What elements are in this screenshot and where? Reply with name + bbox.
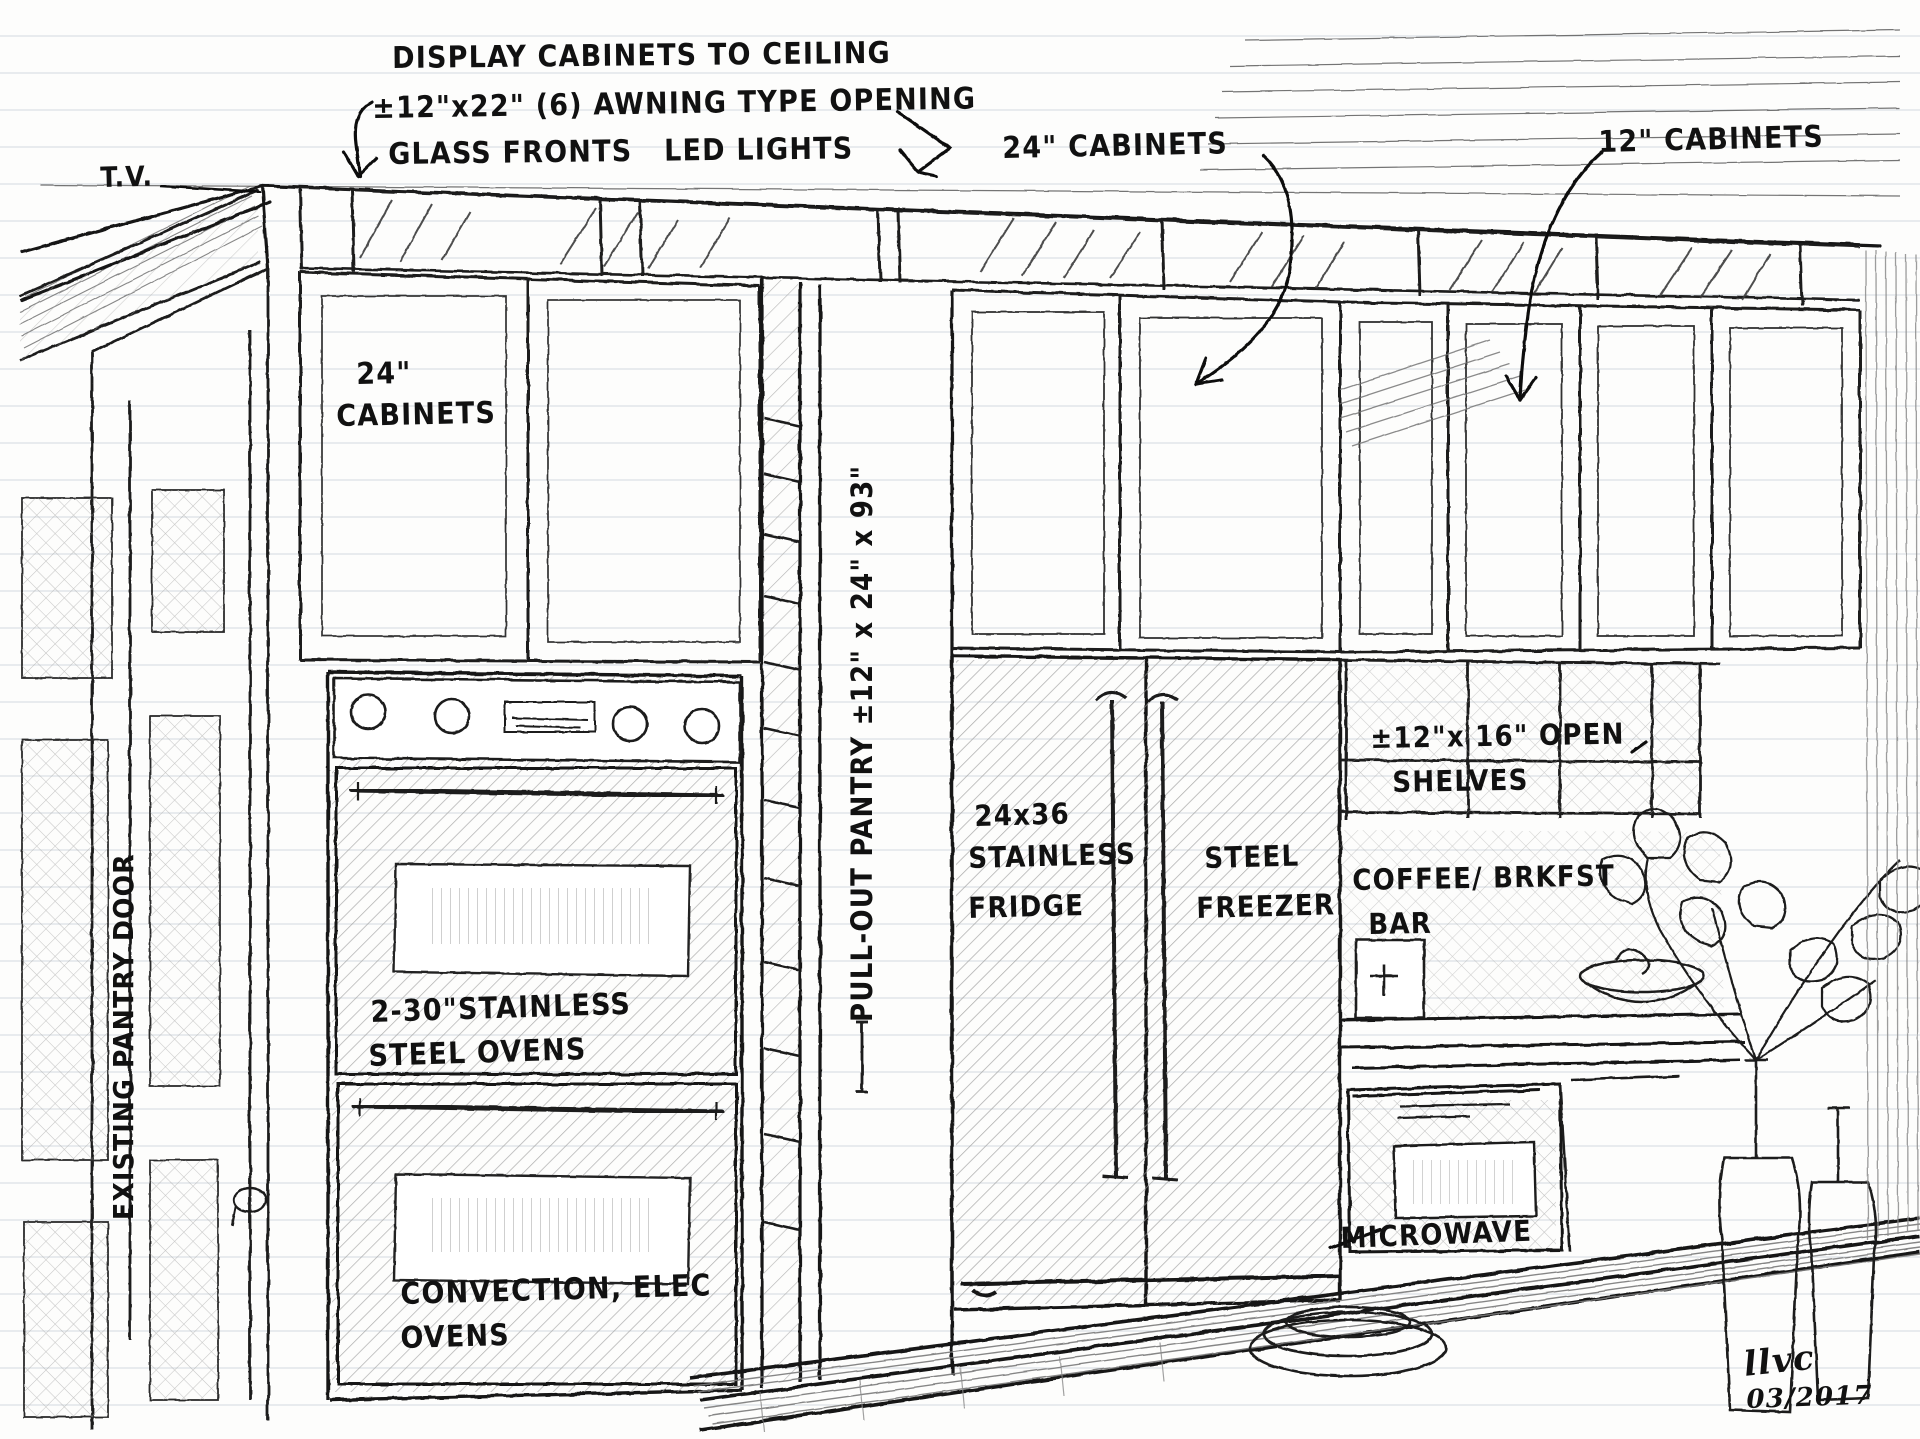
note-open-shelves-line1: ±12"x 16" OPEN: [1369, 716, 1625, 755]
note-freezer-line2: FREEZER: [1195, 887, 1336, 925]
note-tv: T.V.: [99, 159, 154, 194]
note-24-cabinets-left-line1: 24": [355, 355, 412, 392]
note-12-cabinets-top: 12" CABINETS: [1597, 119, 1825, 160]
note-fridge-line3: FRIDGE: [967, 887, 1085, 925]
note-convection-line2: OVENS: [399, 1317, 511, 1356]
signature-date: 03/2017: [1745, 1380, 1874, 1415]
note-pullout-pantry: PULL-OUT PANTRY ±12" x 24" x 93": [845, 464, 879, 1022]
note-24-cabinets-left-line2: CABINETS: [335, 395, 497, 434]
note-fridge-line1: 24x36: [973, 796, 1071, 833]
note-24-cabinets-top: 24" CABINETS: [1001, 126, 1229, 166]
note-coffee-bar-line2: BAR: [1367, 905, 1433, 941]
note-freezer-line1: STEEL: [1203, 838, 1300, 875]
signature: llvc: [1741, 1337, 1817, 1385]
note-existing-pantry-door: EXISTING PANTRY DOOR: [107, 853, 140, 1220]
note-glass-fronts: GLASS FRONTS LED LIGHTS: [387, 131, 854, 172]
note-display-cabinets: DISPLAY CABINETS TO CEILING: [391, 35, 892, 76]
note-fridge-line2: STAINLESS: [967, 836, 1137, 875]
note-ovens-line2: STEEL OVENS: [367, 1032, 587, 1074]
note-coffee-bar-line1: COFFEE/ BRKFST: [1351, 858, 1616, 897]
note-open-shelves-line2: SHELVES: [1391, 762, 1529, 799]
